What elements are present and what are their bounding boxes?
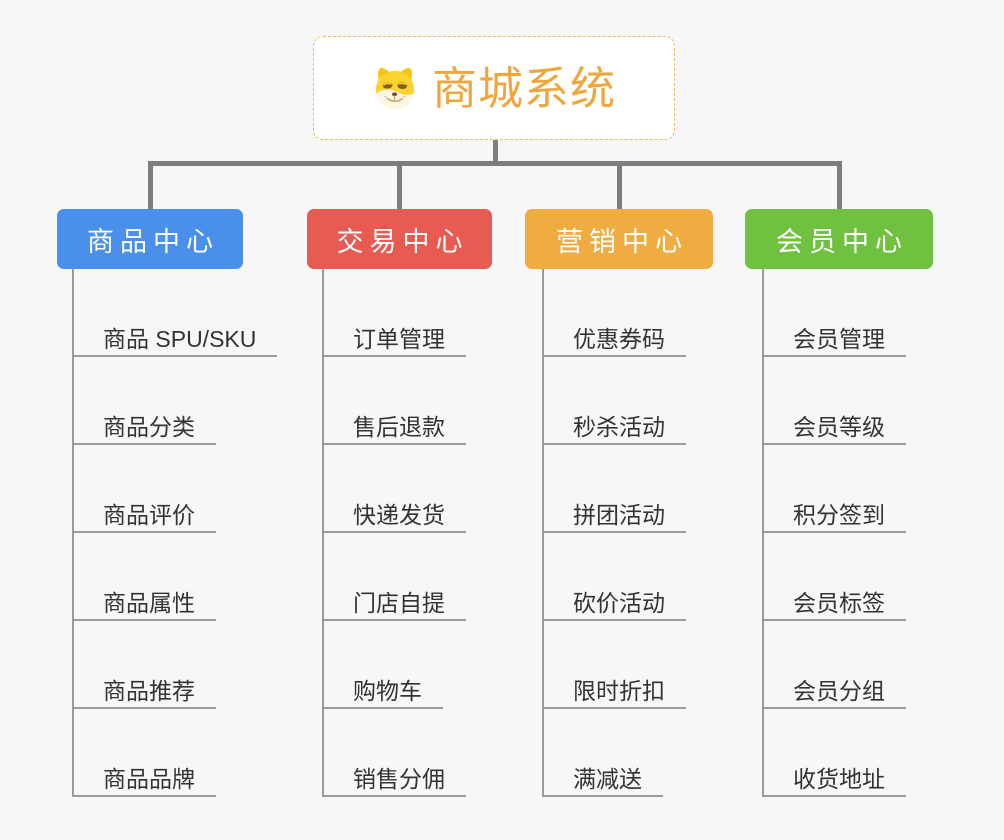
- leaf-item[interactable]: 拼团活动: [544, 445, 686, 533]
- leaf-label: 售后退款: [324, 416, 466, 445]
- leaf-label: 购物车: [324, 680, 443, 709]
- leaf-label: 商品评价: [74, 504, 216, 533]
- leaf-item[interactable]: 收货地址: [764, 709, 906, 797]
- leaf-item[interactable]: 积分签到: [764, 445, 906, 533]
- connector-drop-goods: [148, 161, 153, 210]
- connector-horizontal-bar: [148, 161, 842, 166]
- root-title: 商城系统: [431, 62, 616, 114]
- leaf-label: 快递发货: [324, 504, 466, 533]
- leaf-label: 商品 SPU/SKU: [74, 328, 278, 357]
- leaf-label: 会员分组: [764, 680, 906, 709]
- leaf-label: 砍价活动: [544, 592, 686, 621]
- leaf-item[interactable]: 会员标签: [764, 533, 906, 621]
- leaf-label: 积分签到: [764, 504, 906, 533]
- leaf-label: 商品分类: [74, 416, 216, 445]
- leaf-item[interactable]: 满减送: [544, 709, 686, 797]
- leaf-label: 满减送: [544, 768, 663, 797]
- leaf-item[interactable]: 售后退款: [324, 357, 466, 445]
- branch-header-member[interactable]: 会员中心: [745, 209, 933, 269]
- leaf-label: 拼团活动: [544, 504, 686, 533]
- leaf-label: 优惠券码: [544, 328, 686, 357]
- leaf-item[interactable]: 优惠券码: [544, 269, 686, 357]
- leaf-item[interactable]: 购物车: [324, 621, 466, 709]
- leaf-label: 商品品牌: [74, 768, 216, 797]
- leaf-label: 会员管理: [764, 328, 906, 357]
- leaf-item[interactable]: 会员管理: [764, 269, 906, 357]
- leaf-label: 商品属性: [74, 592, 216, 621]
- leaf-item[interactable]: 订单管理: [324, 269, 466, 357]
- leaf-item[interactable]: 砍价活动: [544, 533, 686, 621]
- connector-root-trunk: [493, 140, 498, 166]
- connector-drop-marketing: [617, 161, 622, 210]
- leaf-label: 商品推荐: [74, 680, 216, 709]
- leaf-item[interactable]: 商品评价: [74, 445, 277, 533]
- leaf-item[interactable]: 门店自提: [324, 533, 466, 621]
- leaf-item[interactable]: 秒杀活动: [544, 357, 686, 445]
- leaf-label: 会员标签: [764, 592, 906, 621]
- leaf-item[interactable]: 销售分佣: [324, 709, 466, 797]
- leaf-item[interactable]: 限时折扣: [544, 621, 686, 709]
- branch-header-trade[interactable]: 交易中心: [307, 209, 492, 269]
- leaf-item[interactable]: 商品分类: [74, 357, 277, 445]
- leaf-label: 会员等级: [764, 416, 906, 445]
- doge-icon: [372, 65, 418, 111]
- leaf-item[interactable]: 商品品牌: [74, 709, 277, 797]
- leaf-list-goods: 商品 SPU/SKU 商品分类商品评价商品属性商品推荐商品品牌: [72, 269, 278, 797]
- leaf-item[interactable]: 会员等级: [764, 357, 906, 445]
- leaf-label: 销售分佣: [324, 768, 466, 797]
- leaf-label: 收货地址: [764, 768, 906, 797]
- leaf-list-member: 会员管理会员等级积分签到会员标签会员分组收货地址: [762, 269, 906, 797]
- root-node[interactable]: 商城系统: [313, 36, 675, 140]
- leaf-label: 秒杀活动: [544, 416, 686, 445]
- leaf-item[interactable]: 会员分组: [764, 621, 906, 709]
- leaf-item[interactable]: 商品推荐: [74, 621, 277, 709]
- leaf-list-marketing: 优惠券码秒杀活动拼团活动砍价活动限时折扣满减送: [542, 269, 686, 797]
- leaf-item[interactable]: 商品属性: [74, 533, 277, 621]
- leaf-label: 订单管理: [324, 328, 466, 357]
- leaf-label: 门店自提: [324, 592, 466, 621]
- branch-header-goods[interactable]: 商品中心: [57, 209, 243, 269]
- branch-header-marketing[interactable]: 营销中心: [525, 209, 713, 269]
- connector-drop-trade: [397, 161, 402, 210]
- leaf-label: 限时折扣: [544, 680, 686, 709]
- leaf-list-trade: 订单管理售后退款快递发货门店自提购物车销售分佣: [322, 269, 466, 797]
- leaf-item[interactable]: 快递发货: [324, 445, 466, 533]
- leaf-item[interactable]: 商品 SPU/SKU: [74, 269, 278, 357]
- connector-drop-member: [837, 161, 842, 210]
